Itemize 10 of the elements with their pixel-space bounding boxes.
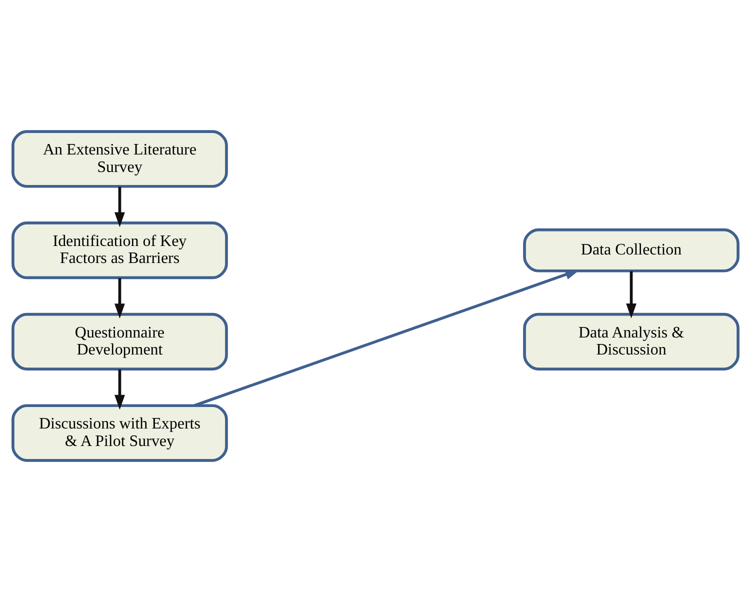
node-box: Identification of Key Factors as Barriers [12, 222, 228, 280]
arrow [114, 370, 125, 410]
node-box: Data Collection [523, 228, 740, 272]
node-box: Questionnaire Development [12, 312, 228, 370]
node-box: Data Analysis & Discussion [523, 312, 740, 370]
arrow [114, 278, 125, 318]
node-box: An Extensive Literature Survey [12, 130, 228, 188]
arrow [114, 186, 125, 228]
node-box: Discussions with Experts & A Pilot Survey [12, 404, 228, 462]
arrow [626, 271, 636, 318]
